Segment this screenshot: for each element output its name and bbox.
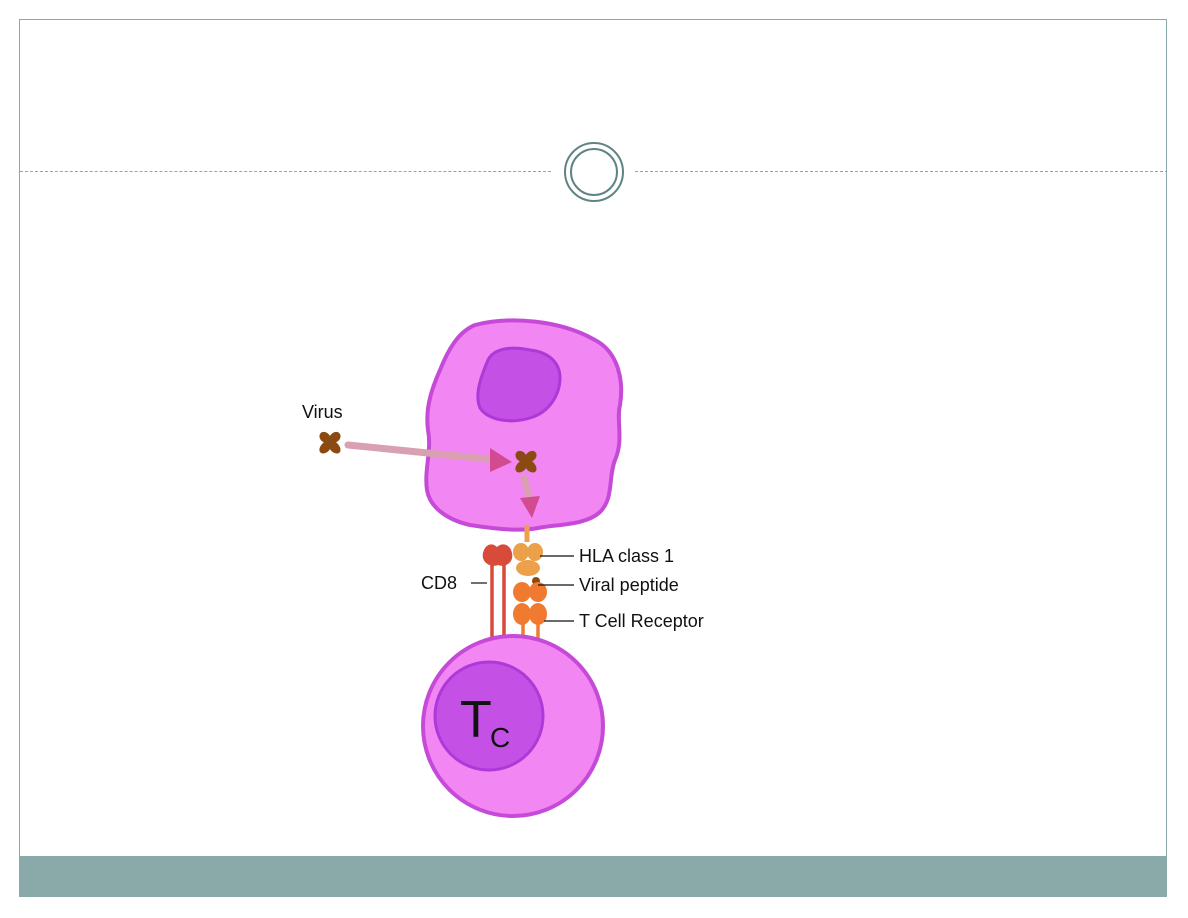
t-cell-nucleus xyxy=(433,660,545,772)
internalized-virus-icon xyxy=(515,450,537,473)
t-cell-letter: T xyxy=(460,691,492,749)
title-divider-left xyxy=(20,171,551,172)
virus-label: Virus xyxy=(302,402,343,422)
hla-class1-molecule xyxy=(513,543,543,576)
immune-diagram: T C Virus CD8 HLA class 1 Viral peptide … xyxy=(302,318,704,818)
viral-peptide-label: Viral peptide xyxy=(579,575,679,595)
infected-cell xyxy=(424,318,624,532)
title-ornament-inner-ring xyxy=(570,148,618,196)
title-ornament-circle xyxy=(564,142,624,202)
title-divider-right xyxy=(635,171,1166,172)
hla-class1-label: HLA class 1 xyxy=(579,546,674,566)
slide: T C Virus CD8 HLA class 1 Viral peptide … xyxy=(19,19,1167,897)
t-cell-subscript: C xyxy=(490,722,510,753)
infected-cell-nucleus xyxy=(476,346,562,423)
cd8-label: CD8 xyxy=(421,573,457,593)
t-cell-receptor-label: T Cell Receptor xyxy=(579,611,704,631)
virus-icon xyxy=(319,431,341,454)
virus-entry-arrow xyxy=(344,441,512,472)
antigen-processing-arrow xyxy=(520,474,540,518)
footer-band xyxy=(20,856,1166,896)
